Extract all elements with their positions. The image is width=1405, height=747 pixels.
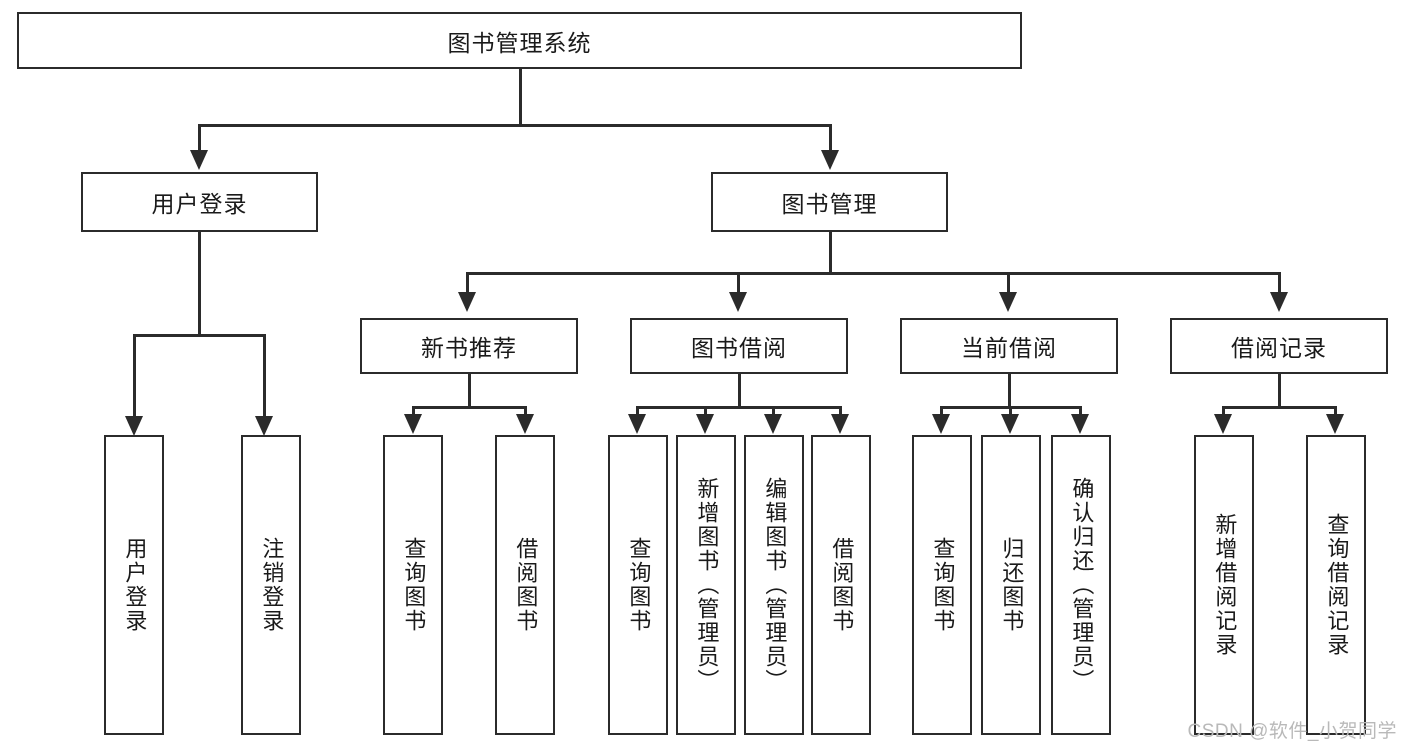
arrow-to-leaf-br-add-record — [1214, 414, 1232, 434]
arrow-to-leaf-cb-query-book — [932, 414, 950, 434]
node-label: 查询图书 — [930, 537, 956, 633]
edge-nbr-drop-1 — [412, 406, 415, 418]
arrow-to-current-borrow — [999, 292, 1017, 312]
node-label: 查询借阅记录 — [1324, 513, 1350, 657]
edge-borrow-record-bus — [1222, 406, 1337, 409]
arrow-to-new-book-recommend — [458, 292, 476, 312]
arrow-to-leaf-br-query-record — [1326, 414, 1344, 434]
arrow-to-leaf-nbr-borrow-book — [516, 414, 534, 434]
node-label: 归还图书 — [999, 537, 1025, 633]
edge-cb-drop-2 — [1009, 406, 1012, 418]
node-label: 当前借阅 — [961, 335, 1057, 361]
leaf-br-add-record[interactable]: 新增借阅记录 — [1194, 435, 1254, 735]
leaf-cb-return-book[interactable]: 归还图书 — [981, 435, 1041, 735]
edge-borrow-record-stem — [1278, 374, 1281, 408]
node-user-login[interactable]: 用户登录 — [81, 172, 318, 232]
edge-level3-drop-2 — [737, 272, 740, 294]
node-label: 图书管理系统 — [447, 29, 592, 56]
arrow-to-book-management — [821, 150, 839, 170]
watermark-text: CSDN @软件_小贺同学 — [1187, 721, 1397, 742]
edge-book-borrow-bus — [636, 406, 842, 409]
node-label: 确认归还（管理员） — [1069, 477, 1095, 693]
node-label: 新书推荐 — [421, 335, 517, 361]
arrow-to-leaf-user-login — [125, 416, 143, 436]
edge-user-login-stem — [198, 232, 201, 336]
edge-level3-drop-3 — [1007, 272, 1010, 294]
edge-book-borrow-stem — [738, 374, 741, 408]
arrow-to-leaf-cb-return-book — [1001, 414, 1019, 434]
leaf-nbr-borrow-book[interactable]: 借阅图书 — [495, 435, 555, 735]
edge-br-drop-1 — [1222, 406, 1225, 418]
arrow-to-borrow-record — [1270, 292, 1288, 312]
edge-current-borrow-stem — [1008, 374, 1011, 408]
edge-root-stem — [519, 69, 522, 126]
node-label: 查询图书 — [626, 537, 652, 633]
node-label: 图书借阅 — [691, 335, 787, 361]
edge-level3-drop-1 — [466, 272, 469, 294]
edge-bb-drop-2 — [704, 406, 707, 418]
edge-bb-drop-3 — [772, 406, 775, 418]
arrow-to-leaf-cb-confirm-return — [1071, 414, 1089, 434]
edge-level2-drop-right — [829, 124, 832, 152]
edge-cb-drop-1 — [940, 406, 943, 418]
arrow-to-leaf-bb-add-book — [696, 414, 714, 434]
arrow-to-leaf-bb-borrow-book — [831, 414, 849, 434]
leaf-bb-edit-book[interactable]: 编辑图书（管理员） — [744, 435, 804, 735]
node-root-book-management-system[interactable]: 图书管理系统 — [17, 12, 1022, 69]
leaf-cb-query-book[interactable]: 查询图书 — [912, 435, 972, 735]
leaf-bb-borrow-book[interactable]: 借阅图书 — [811, 435, 871, 735]
node-label: 查询图书 — [401, 537, 427, 633]
node-label: 新增借阅记录 — [1212, 513, 1238, 657]
arrow-to-leaf-nbr-query-book — [404, 414, 422, 434]
edge-level3-drop-4 — [1278, 272, 1281, 294]
node-book-management[interactable]: 图书管理 — [711, 172, 948, 232]
edge-user-login-bus — [133, 334, 266, 337]
node-label: 借阅图书 — [829, 537, 855, 633]
leaf-user-login[interactable]: 用户登录 — [104, 435, 164, 735]
edge-user-login-drop-2 — [263, 334, 266, 418]
edge-bb-drop-4 — [839, 406, 842, 418]
node-current-borrow[interactable]: 当前借阅 — [900, 318, 1118, 374]
node-label: 新增图书（管理员） — [694, 477, 720, 693]
edge-br-drop-2 — [1334, 406, 1337, 418]
arrow-to-book-borrow — [729, 292, 747, 312]
node-label: 注销登录 — [259, 537, 285, 633]
node-new-book-recommend[interactable]: 新书推荐 — [360, 318, 578, 374]
leaf-bb-query-book[interactable]: 查询图书 — [608, 435, 668, 735]
arrow-to-user-login — [190, 150, 208, 170]
leaf-bb-add-book[interactable]: 新增图书（管理员） — [676, 435, 736, 735]
node-label: 用户登录 — [122, 537, 148, 633]
node-label: 用户登录 — [151, 191, 248, 217]
node-borrow-record[interactable]: 借阅记录 — [1170, 318, 1388, 374]
edge-nbr-drop-2 — [524, 406, 527, 418]
arrow-to-leaf-logout — [255, 416, 273, 436]
edge-user-login-drop-1 — [133, 334, 136, 418]
node-label: 借阅记录 — [1231, 335, 1327, 361]
edge-book-management-stem — [829, 232, 832, 274]
edge-level2-bus — [198, 124, 832, 127]
edge-new-book-recommend-stem — [468, 374, 471, 408]
edge-cb-drop-3 — [1079, 406, 1082, 418]
edge-bb-drop-1 — [636, 406, 639, 418]
leaf-cb-confirm-return[interactable]: 确认归还（管理员） — [1051, 435, 1111, 735]
node-label: 图书管理 — [781, 191, 878, 217]
leaf-br-query-record[interactable]: 查询借阅记录 — [1306, 435, 1366, 735]
edge-new-book-recommend-bus — [412, 406, 527, 409]
edge-level2-drop-left — [198, 124, 201, 152]
leaf-nbr-query-book[interactable]: 查询图书 — [383, 435, 443, 735]
arrow-to-leaf-bb-query-book — [628, 414, 646, 434]
node-label: 借阅图书 — [513, 537, 539, 633]
edge-level3-bus — [466, 272, 1281, 275]
node-book-borrow[interactable]: 图书借阅 — [630, 318, 848, 374]
node-label: 编辑图书（管理员） — [762, 477, 788, 693]
arrow-to-leaf-bb-edit-book — [764, 414, 782, 434]
leaf-logout[interactable]: 注销登录 — [241, 435, 301, 735]
